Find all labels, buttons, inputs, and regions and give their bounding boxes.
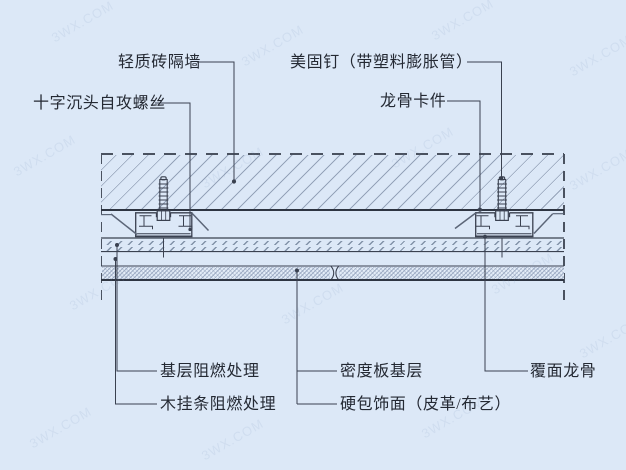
expansion-nail-screw [495,176,509,222]
keel-clip-shape [476,215,530,230]
leader-expansion-nail [467,61,504,180]
panel-seam-curve [335,266,340,280]
panel-seam-gap [329,266,340,280]
brick-wall-hatch [101,155,564,209]
label-keel-clip: 龙骨卡件 [380,93,447,110]
label-base-layer-fire: 基层阻燃处理 [160,363,260,380]
panel-seam-curve [330,266,335,280]
label-self-tapping-screw: 十字沉头自攻螺丝 [33,95,166,112]
keel-clip-shape [139,215,193,230]
keel-assembly-right [454,176,564,238]
leader-density-board-and-finish [295,268,337,405]
keel-assembly-left [101,176,210,238]
expansion-nail-screw [156,176,171,222]
panel-layers [101,237,564,281]
clip-wing [454,212,564,235]
leader-partition-wall [197,61,237,184]
leader-self-tapping-screw [155,102,192,232]
label-wood-strip-fire: 木挂条阻燃处理 [160,396,277,413]
label-expansion-nail: 美固钉（带塑料膨胀管） [290,54,473,71]
leader-base-layer [115,243,157,372]
leader-facing-keel [483,234,528,372]
leader-wood-strip [113,257,157,405]
leader-lines [113,61,528,405]
label-density-board-base: 密度板基层 [340,363,424,380]
wall-top-dashed-line [101,153,564,155]
right-cut-dashed-line [563,154,565,307]
wood-strip-layer-hatch [101,246,564,252]
clip-wing [101,212,210,236]
leader-keel-clip [447,100,482,212]
label-facing-keel: 覆面龙骨 [530,363,597,380]
keel-channel [135,212,193,238]
left-cut-dashed-line [100,154,103,307]
wood-strip-layer-hatch [101,240,564,246]
label-hard-panel-finish: 硬包饰面（皮革/布艺） [340,396,512,413]
label-partition-wall: 轻质砖隔墙 [118,54,202,71]
